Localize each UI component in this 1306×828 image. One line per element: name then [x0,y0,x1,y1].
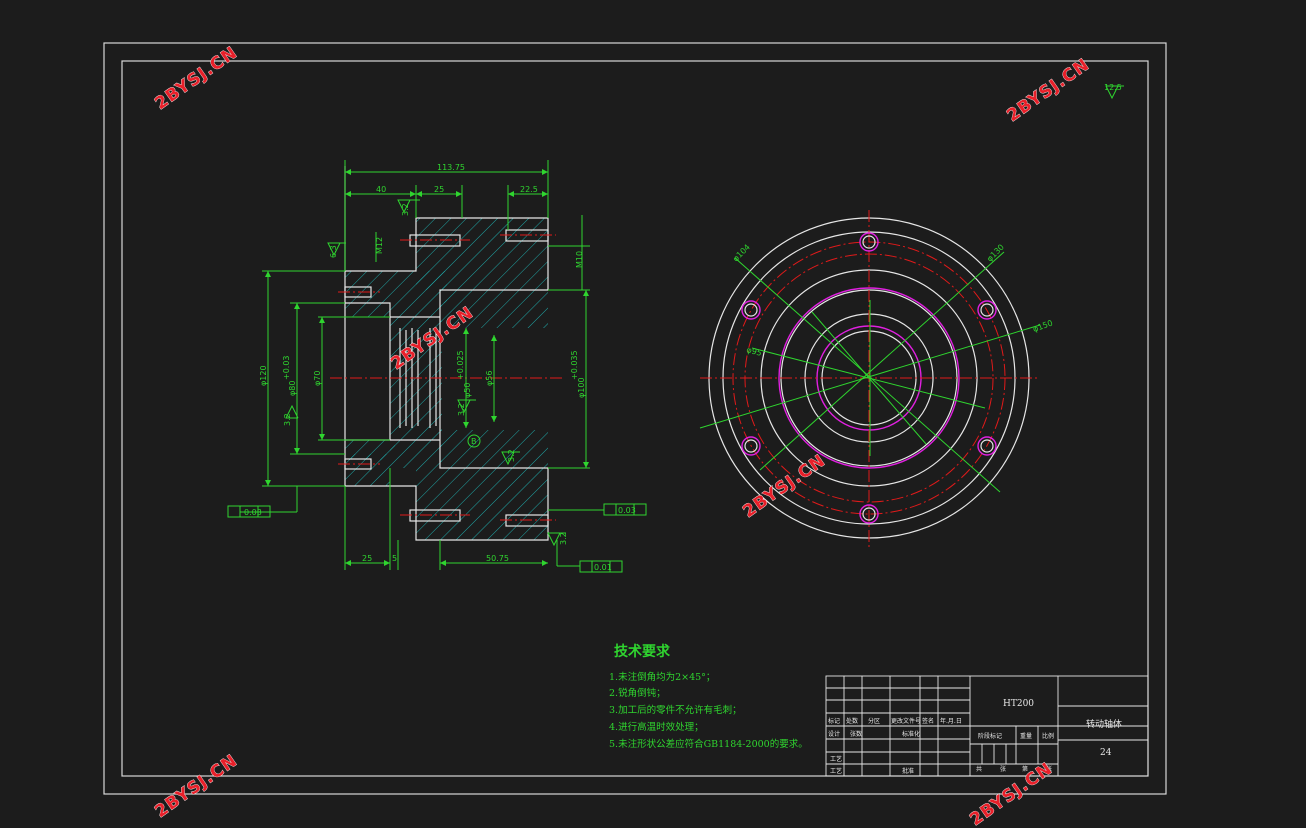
tech-req-item: 2.锐角倒钝； [609,687,666,699]
front-dim-label: φ104 [731,243,752,264]
watermark: 2BYSJ.CN [739,451,829,522]
dim-bottom-step: 5 [392,554,397,563]
section-outline [344,166,549,541]
dia-50-tolerance: +0.025 [456,350,465,380]
thread-m10-label: M10 [575,251,584,268]
outer-frame [103,42,1167,795]
dia-80-label: φ80 [288,381,297,396]
tb-cell: 张数 [850,730,862,738]
roughness-value: 3.2 [401,203,410,216]
bolt-holes [741,232,997,524]
tb-cell: 张 [1000,765,1006,773]
tb-cell: 工艺 [830,767,842,775]
front-leaders [699,251,1041,493]
dim-mid-length: 25 [434,185,444,194]
dia-56-label: φ56 [485,371,494,386]
roughness-value: 3.2 [507,449,516,462]
general-roughness: 12.5 [1104,83,1122,92]
tech-req-item: 3.加工后的零件不允许有毛刺； [609,704,742,716]
part-name: 转动轴体 [1086,718,1122,730]
dia-120-label: φ120 [259,365,268,386]
fcf-bottom-value: 0.01 [594,563,612,572]
material-label: HT200 [1003,699,1034,709]
section-hatch [345,218,548,540]
roughness-value: 3.2 [283,413,292,426]
tb-cell: 张 [1046,765,1052,773]
inner-frame [121,60,1149,777]
hole-centerlines [330,234,565,521]
roughness-value: 6.3 [329,245,338,258]
tb-cell: 阶段标记 [978,732,1002,740]
thread-m12-label: M12 [375,237,384,254]
technical-requirements: 技术要求 1.未注倒角均为2×45°； 2.锐角倒钝； 3.加工后的零件不允许有… [609,643,808,750]
tb-cell: 设计 [828,730,840,738]
title-block: HT200 转动轴体 24 标记 处数 分区 更改文件号 签名 年.月.日 设计… [825,675,1149,777]
tb-cell: 处数 [846,717,858,725]
tb-cell: 标记 [828,717,840,725]
tb-cell: 重量 [1020,732,1032,740]
tech-req-item: 4.进行高温时效处理； [609,721,704,733]
dia-80-tolerance: +0.03 [282,355,291,380]
tb-cell: 共 [976,765,982,773]
tb-cell: 第 [1022,765,1028,773]
section-view: 113.75 40 25 22.5 25 5 50.75 φ120 φ80 +0… [227,83,1124,573]
tb-cell: 标准化 [902,730,920,738]
tb-cell: 分区 [868,717,880,725]
tb-cell: 比例 [1042,732,1054,740]
tech-req-item: 5.未注形状公差应符合GB1184-2000的要求。 [609,738,808,750]
tb-cell: 批准 [902,767,914,775]
datum-label: B [471,437,477,446]
dia-50-label: φ50 [463,383,472,398]
dim-overall-length: 113.75 [437,163,465,172]
watermark: 2BYSJ.CN [151,43,241,114]
thread-circle [778,287,960,469]
dia-70-label: φ70 [313,371,322,386]
watermark: 2BYSJ.CN [151,751,241,822]
dim-bottom-left: 25 [362,554,372,563]
dim-right-length: 22.5 [520,185,538,194]
tb-cell: 签名 [922,717,934,725]
dim-bottom-right: 50.75 [486,554,509,563]
tb-cell: 工艺 [830,755,842,763]
fcf-right-value: 0.03 [618,506,636,515]
roughness-value: 3.2 [457,403,466,416]
bolt-holes-thread [744,235,994,521]
tb-cell: 更改文件号 [891,717,921,725]
dia-100-label: φ100 [577,377,586,398]
fcf-left-value: 0.03 [244,508,262,517]
dimension-lines [227,85,1124,573]
tech-req-item: 1.未注倒角均为2×45°； [609,671,715,683]
dim-left-length: 40 [376,185,386,194]
roughness-value: 3.2 [559,532,568,545]
drawing-number: 24 [1100,748,1112,758]
tb-cell: 年.月.日 [940,717,962,725]
dia-100-tolerance: +0.035 [570,350,579,380]
front-dim-label: φ150 [1032,318,1054,333]
front-dim-label: φ95 [745,345,762,358]
tech-req-title: 技术要求 [614,643,671,660]
watermark: 2BYSJ.CN [1003,55,1093,126]
